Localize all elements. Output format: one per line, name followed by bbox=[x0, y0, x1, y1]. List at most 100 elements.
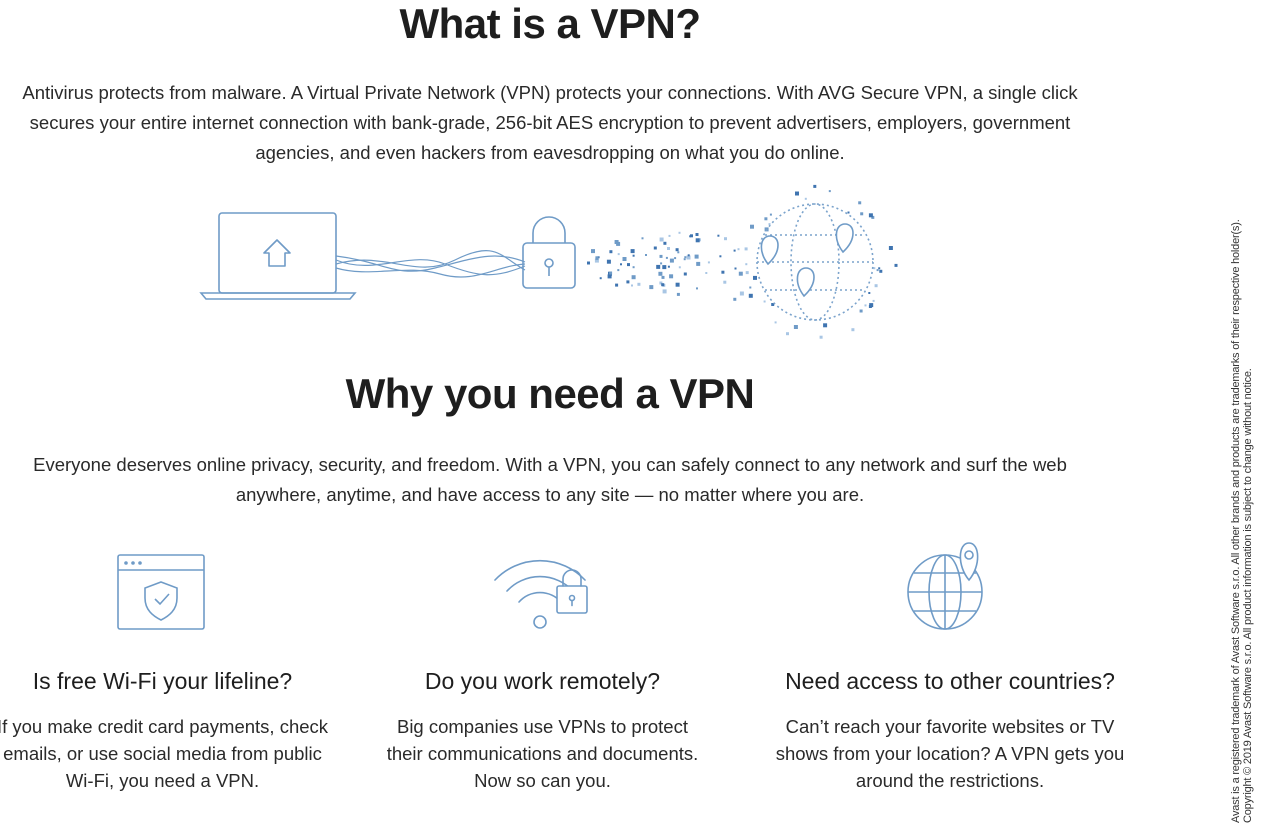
data-pixel bbox=[719, 255, 722, 258]
data-pixel bbox=[686, 255, 691, 260]
data-pixel bbox=[663, 241, 667, 245]
data-pixel bbox=[676, 292, 680, 296]
data-pixel bbox=[656, 264, 661, 269]
data-pixel bbox=[868, 292, 871, 294]
data-pixel bbox=[665, 256, 668, 259]
data-pixel bbox=[723, 280, 727, 284]
data-pixel bbox=[859, 309, 863, 313]
globe-icon bbox=[756, 203, 874, 321]
col3-line-3: around the restrictions. bbox=[855, 770, 1045, 791]
data-pixel bbox=[872, 299, 875, 302]
data-pixel bbox=[695, 238, 700, 243]
vpn-illustration bbox=[199, 184, 898, 339]
col1-line-2: emails, or use social media from public bbox=[3, 743, 322, 764]
data-pixel bbox=[595, 256, 599, 260]
data-pixel bbox=[645, 254, 647, 256]
data-pixel bbox=[873, 267, 876, 270]
what-is-vpn-description: Antivirus protects from malware. A Virtu… bbox=[0, 78, 1100, 168]
globe-pin-icon bbox=[907, 542, 983, 630]
data-pixel bbox=[630, 249, 635, 254]
data-pixel bbox=[683, 258, 686, 261]
data-pixel bbox=[744, 247, 748, 251]
data-pixel bbox=[660, 262, 663, 265]
data-pixel bbox=[626, 280, 630, 284]
data-pixel bbox=[819, 335, 823, 339]
data-pixel bbox=[675, 282, 680, 287]
col2-line-3: Now so can you. bbox=[474, 770, 611, 791]
data-pixel bbox=[614, 240, 619, 244]
data-pixel bbox=[769, 213, 772, 216]
data-pixel bbox=[813, 184, 817, 188]
data-pixel bbox=[734, 267, 737, 270]
data-pixel bbox=[864, 304, 867, 307]
legal-line-2: Copyright © 2019 Avast Software s.r.o. A… bbox=[1242, 368, 1254, 823]
data-pixel bbox=[649, 285, 654, 290]
data-pixel bbox=[879, 269, 883, 273]
data-pixel bbox=[847, 211, 850, 214]
data-pixel bbox=[631, 275, 636, 280]
col1-title: Is free Wi-Fi your lifeline? bbox=[32, 668, 293, 694]
data-pixel bbox=[684, 256, 687, 259]
data-pixel bbox=[599, 277, 602, 280]
data-pixel bbox=[615, 283, 619, 287]
col3-line-1: Can’t reach your favorite websites or TV bbox=[785, 716, 1115, 737]
data-pixel bbox=[793, 325, 798, 329]
why-line-1: Everyone deserves online privacy, securi… bbox=[33, 454, 1067, 475]
data-pixel bbox=[632, 254, 635, 257]
data-pixel bbox=[678, 266, 681, 269]
data-pixel bbox=[858, 201, 862, 205]
data-pixel bbox=[737, 248, 740, 251]
data-pixel bbox=[695, 233, 699, 236]
what-line-1: Antivirus protects from malware. A Virtu… bbox=[22, 82, 1078, 103]
lock-icon bbox=[522, 216, 576, 289]
data-pixel bbox=[591, 249, 595, 254]
data-pixel bbox=[871, 215, 875, 219]
data-pixel bbox=[696, 287, 698, 290]
data-pixel bbox=[763, 300, 766, 303]
data-pixel bbox=[888, 246, 893, 250]
data-pixel bbox=[868, 213, 873, 218]
data-pixel bbox=[606, 259, 611, 264]
data-pixel bbox=[705, 272, 708, 274]
location-pin-icons bbox=[760, 223, 854, 298]
data-pixel bbox=[597, 256, 600, 259]
data-pixel bbox=[659, 281, 663, 285]
col1-line-3: Wi-Fi, you need a VPN. bbox=[65, 770, 260, 791]
col3-body: Can’t reach your favorite websites or TV… bbox=[765, 713, 1135, 794]
why-description: Everyone deserves online privacy, securi… bbox=[0, 450, 1100, 510]
data-pixel bbox=[771, 303, 775, 306]
data-pixel bbox=[678, 231, 681, 234]
data-pixel bbox=[750, 224, 754, 229]
data-pixel bbox=[609, 250, 613, 254]
data-pixel bbox=[876, 269, 879, 272]
data-pixel bbox=[658, 271, 663, 276]
data-pixel bbox=[659, 254, 663, 258]
col2-body: Big companies use VPNs to protect their … bbox=[370, 713, 715, 794]
data-pixel bbox=[607, 274, 612, 279]
data-pixel bbox=[894, 263, 898, 267]
laptop-icon bbox=[199, 212, 357, 300]
data-pixel bbox=[683, 272, 687, 276]
data-pixel bbox=[828, 190, 831, 193]
data-pixel bbox=[653, 246, 657, 250]
data-pixel bbox=[690, 234, 693, 238]
data-pixel bbox=[662, 265, 667, 270]
data-pixel bbox=[620, 263, 622, 266]
data-pixel bbox=[669, 274, 674, 279]
data-pixel bbox=[637, 282, 641, 286]
data-pixel bbox=[668, 234, 671, 237]
data-pixel bbox=[617, 269, 620, 272]
why-line-2: anywhere, anytime, and have access to an… bbox=[235, 484, 865, 505]
data-pixel bbox=[869, 303, 874, 308]
data-pixel bbox=[669, 258, 674, 263]
data-pixel bbox=[749, 286, 752, 289]
col2-line-2: their communications and documents. bbox=[386, 743, 699, 764]
data-pixel bbox=[745, 263, 748, 266]
legal-line-1: Avast is a registered trademark of Avast… bbox=[1230, 219, 1242, 823]
data-pixel bbox=[717, 234, 720, 237]
legal-notice: Avast is a registered trademark of Avast… bbox=[1230, 173, 1254, 823]
data-pixel bbox=[804, 197, 807, 200]
what-is-vpn-heading: What is a VPN? bbox=[399, 0, 701, 47]
data-pixel bbox=[745, 271, 749, 275]
data-pixel bbox=[795, 191, 799, 196]
